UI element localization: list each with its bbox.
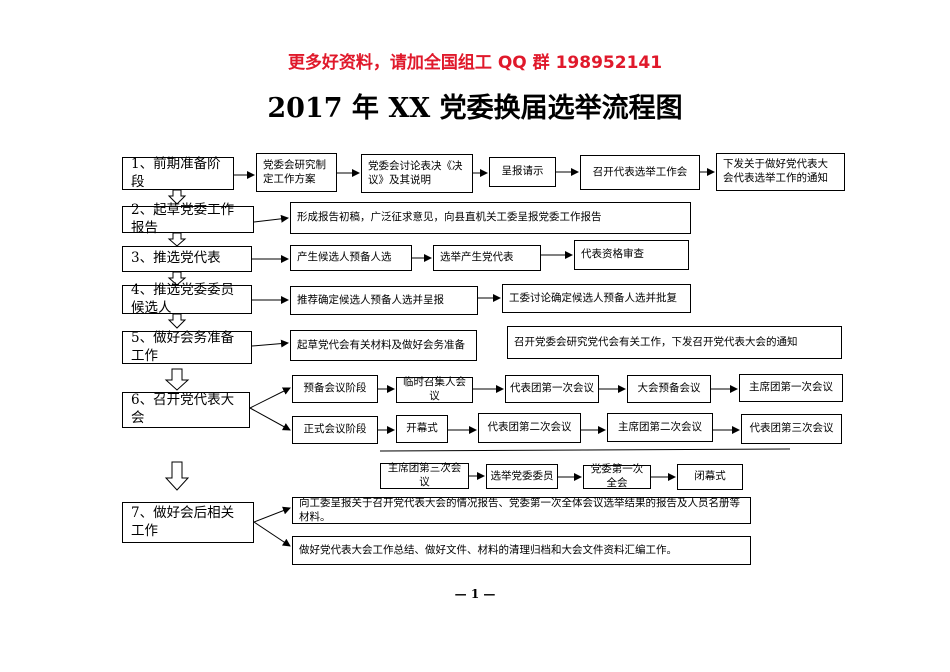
arrow-r6-down <box>249 407 291 431</box>
step-1-2: 党委会讨论表决《决议》及其说明 <box>361 154 473 193</box>
step-6b-2: 开幕式 <box>396 415 448 443</box>
link-line-r6 <box>379 448 791 452</box>
hollow-arrow-6 <box>164 461 190 491</box>
arrow-r2 <box>253 214 289 223</box>
step-2-1: 形成报告初稿，广泛征求意见，向县直机关工委呈报党委工作报告 <box>290 202 691 234</box>
stage-2-box: 2、起草党委工作报告 <box>122 202 254 236</box>
page-number: — 1 — <box>454 587 496 601</box>
step-6c-3: 党委第一次全会 <box>583 463 651 489</box>
step-6b-5: 代表团第三次会议 <box>741 414 842 444</box>
page-title: 2017 年 XX 党委换届选举流程图 <box>267 93 683 124</box>
step-6a-3: 代表团第一次会议 <box>505 375 599 403</box>
step-1-4: 召开代表选举工作会 <box>580 155 700 190</box>
step-7-2: 做好党代表大会工作总结、做好文件、材料的清理归档和大会文件资料汇编工作。 <box>292 536 751 565</box>
step-6c-2: 选举党委委员 <box>486 464 558 489</box>
arrow-r7-down <box>253 521 291 547</box>
step-4-1: 推荐确定候选人预备人选并呈报 <box>290 286 478 315</box>
stage-7-box: 7、做好会后相关工作 <box>122 502 254 543</box>
step-5-2: 召开党委会研究党代会有关工作，下发召开党代表大会的通知 <box>507 326 842 359</box>
step-6b-1: 正式会议阶段 <box>292 416 378 444</box>
step-3-3: 代表资格审查 <box>574 240 689 270</box>
step-6a-5: 主席团第一次会议 <box>739 374 843 402</box>
step-6b-4: 主席团第二次会议 <box>607 413 713 442</box>
step-7-1: 向工委呈报关于召开党代表大会的情况报告、党委第一次全体会议选举结果的报告及人员名… <box>292 497 751 524</box>
step-3-2: 选举产生党代表 <box>433 245 541 271</box>
step-3-1: 产生候选人预备人选 <box>290 245 412 271</box>
step-1-5: 下发关于做好党代表大会代表选举工作的通知 <box>716 153 845 191</box>
step-6a-2: 临时召集人会议 <box>396 376 473 403</box>
hollow-arrow-5 <box>164 368 190 391</box>
arrow-r5 <box>251 339 289 348</box>
step-6c-4: 闭幕式 <box>677 464 743 490</box>
stage-6-box: 6、召开党代表大会 <box>122 392 250 428</box>
stage-5-box: 5、做好会务准备工作 <box>122 330 252 364</box>
step-5-1: 起草党代会有关材料及做好会务准备 <box>290 330 477 361</box>
stage-4-box: 4、推选党委委员候选人 <box>122 282 252 316</box>
step-1-3: 呈报请示 <box>489 157 556 187</box>
step-6a-1: 预备会议阶段 <box>292 375 378 403</box>
arrow-r7-up <box>253 506 291 523</box>
stage-3-box: 3、推选党代表 <box>122 246 252 272</box>
stage-1-box: 1、前期准备阶段 <box>122 156 234 190</box>
step-6a-4: 大会预备会议 <box>627 375 711 403</box>
arrow-r6-up <box>249 387 291 409</box>
step-6c-1: 主席团第三次会议 <box>380 462 469 489</box>
step-4-2: 工委讨论确定候选人预备人选并批复 <box>502 284 691 313</box>
promo-banner: 更多好资料，请加全国组工 QQ 群 198952141 <box>287 53 663 73</box>
step-6b-3: 代表团第二次会议 <box>478 413 581 443</box>
step-1-1: 党委会研究制定工作方案 <box>256 153 337 192</box>
